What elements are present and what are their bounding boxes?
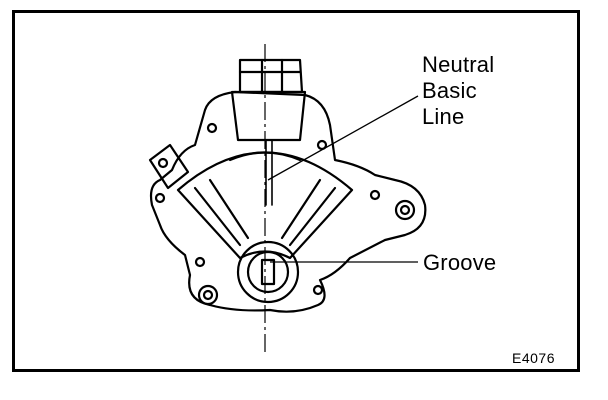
sector-plate xyxy=(176,151,354,260)
neutral-leader-line xyxy=(267,95,419,181)
bolt-hole-left xyxy=(197,284,219,306)
switch-housing xyxy=(149,90,427,313)
sector-inner-left2 xyxy=(208,178,250,240)
neutral-label-line3: Line xyxy=(422,104,465,129)
figure-code: E4076 xyxy=(512,350,555,366)
shaft-groove xyxy=(260,258,276,286)
sector-inner-left xyxy=(193,186,242,247)
groove-label: Groove xyxy=(423,250,497,275)
sector-arc-inner xyxy=(228,151,302,162)
neutral-label-line1: Neutral xyxy=(422,52,495,77)
neutral-label-line2: Basic xyxy=(422,78,477,103)
left-tab xyxy=(148,143,190,190)
connector-lower xyxy=(230,90,307,142)
bolt-hole-right xyxy=(394,199,416,221)
shaft-boss-inner xyxy=(246,250,290,294)
sector-inner-right xyxy=(288,186,337,247)
shaft-boss-outer xyxy=(236,240,300,304)
sector-inner-right2 xyxy=(280,178,322,240)
connector-block xyxy=(238,58,304,94)
